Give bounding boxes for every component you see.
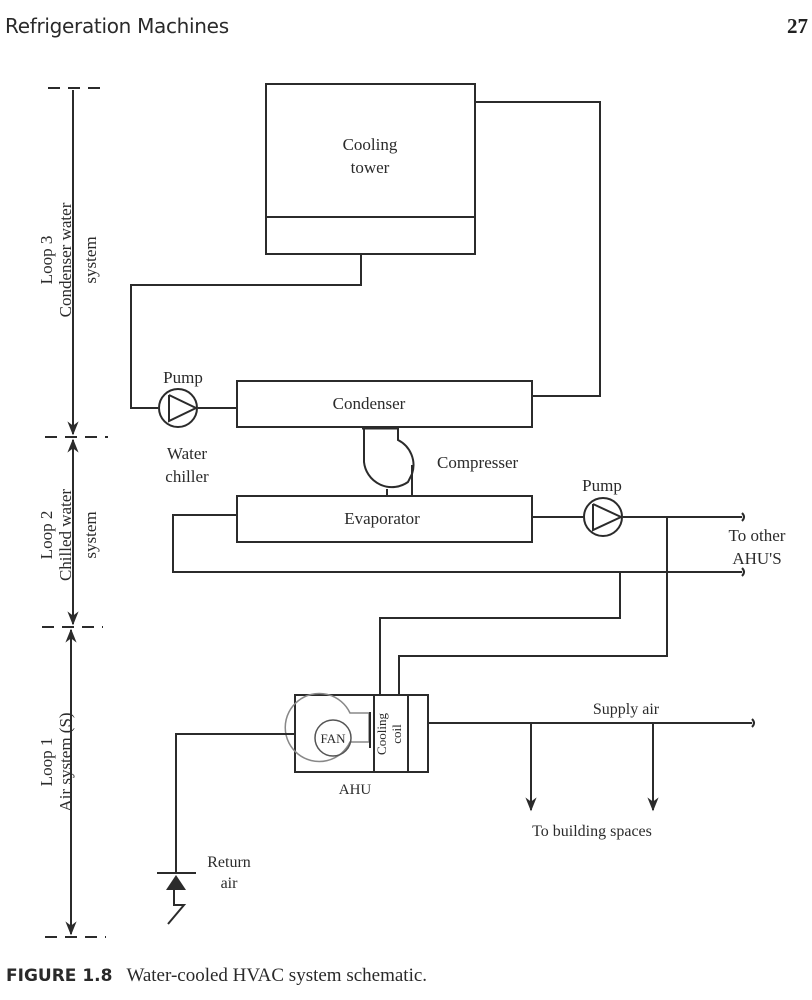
figure-number: FIGURE 1.8 <box>6 966 113 986</box>
cooling-tower <box>265 83 476 255</box>
return-air-duct <box>175 733 295 873</box>
to-other-ahus-label-2: AHU'S <box>732 549 781 568</box>
cooling-tower-label-2: tower <box>351 158 390 177</box>
supply-break-icon <box>741 512 745 522</box>
loop2-label: Loop 2 Chilled water system <box>37 489 100 581</box>
svg-text:system: system <box>81 236 100 283</box>
loop-boundary-dashes <box>42 87 108 938</box>
page-number: 27 <box>787 14 808 38</box>
svg-text:Cooling: Cooling <box>374 713 389 755</box>
running-title: Refrigeration Machines <box>5 14 229 38</box>
evaporator <box>236 495 533 543</box>
fan-icon <box>284 692 371 763</box>
svg-text:Condenser water: Condenser water <box>56 202 75 317</box>
svg-text:Loop 1: Loop 1 <box>37 738 56 787</box>
svg-text:Loop 3: Loop 3 <box>37 236 56 285</box>
return-break-icon <box>741 567 745 577</box>
evaporator-label: Evaporator <box>344 509 420 528</box>
to-other-ahus-label-1: To other <box>729 526 786 545</box>
water-chiller-label-2: chiller <box>165 467 209 486</box>
tower-supply-pipe <box>130 254 362 409</box>
loop3-label: Loop 3 Condenser water system <box>37 202 100 317</box>
return-air-arrow-icon <box>166 875 186 890</box>
svg-text:Chilled water: Chilled water <box>56 489 75 581</box>
chilled-pump-icon <box>583 497 624 537</box>
supply-air-break-icon <box>751 718 755 728</box>
return-air-label-1: Return <box>207 854 251 871</box>
figure-caption: FIGURE 1.8 Water-cooled HVAC system schem… <box>6 965 427 987</box>
svg-text:Air system (S): Air system (S) <box>56 712 75 811</box>
fan-label: FAN <box>320 731 346 746</box>
return-air-break-icon <box>167 890 187 925</box>
condenser-label: Condenser <box>333 394 406 413</box>
coil-supply-pipe <box>398 517 668 695</box>
cooling-coil-label: Cooling coil <box>374 713 404 755</box>
to-building-spaces-label: To building spaces <box>532 823 652 840</box>
ahu-label: AHU <box>339 782 372 798</box>
condenser-return-pipe <box>475 101 601 397</box>
chilled-return-pipe <box>172 514 742 573</box>
cooling-tower-label-1: Cooling <box>343 135 398 154</box>
svg-text:system: system <box>81 511 100 558</box>
compressor-icon <box>362 426 415 496</box>
svg-text:Loop 2: Loop 2 <box>37 511 56 560</box>
svg-text:coil: coil <box>389 724 404 744</box>
coil-return-pipe <box>379 572 621 695</box>
condenser-pump-label: Pump <box>163 368 203 387</box>
supply-air-label: Supply air <box>593 701 660 718</box>
caption-text: Water-cooled HVAC system schematic. <box>126 965 428 986</box>
water-chiller-label-1: Water <box>167 444 207 463</box>
compressor-label: Compresser <box>437 453 519 472</box>
return-air-label-2: air <box>221 875 239 892</box>
condenser-pump-icon <box>158 388 199 428</box>
loop1-label: Loop 1 Air system (S) <box>37 712 75 811</box>
chilled-pump-label: Pump <box>582 476 622 495</box>
